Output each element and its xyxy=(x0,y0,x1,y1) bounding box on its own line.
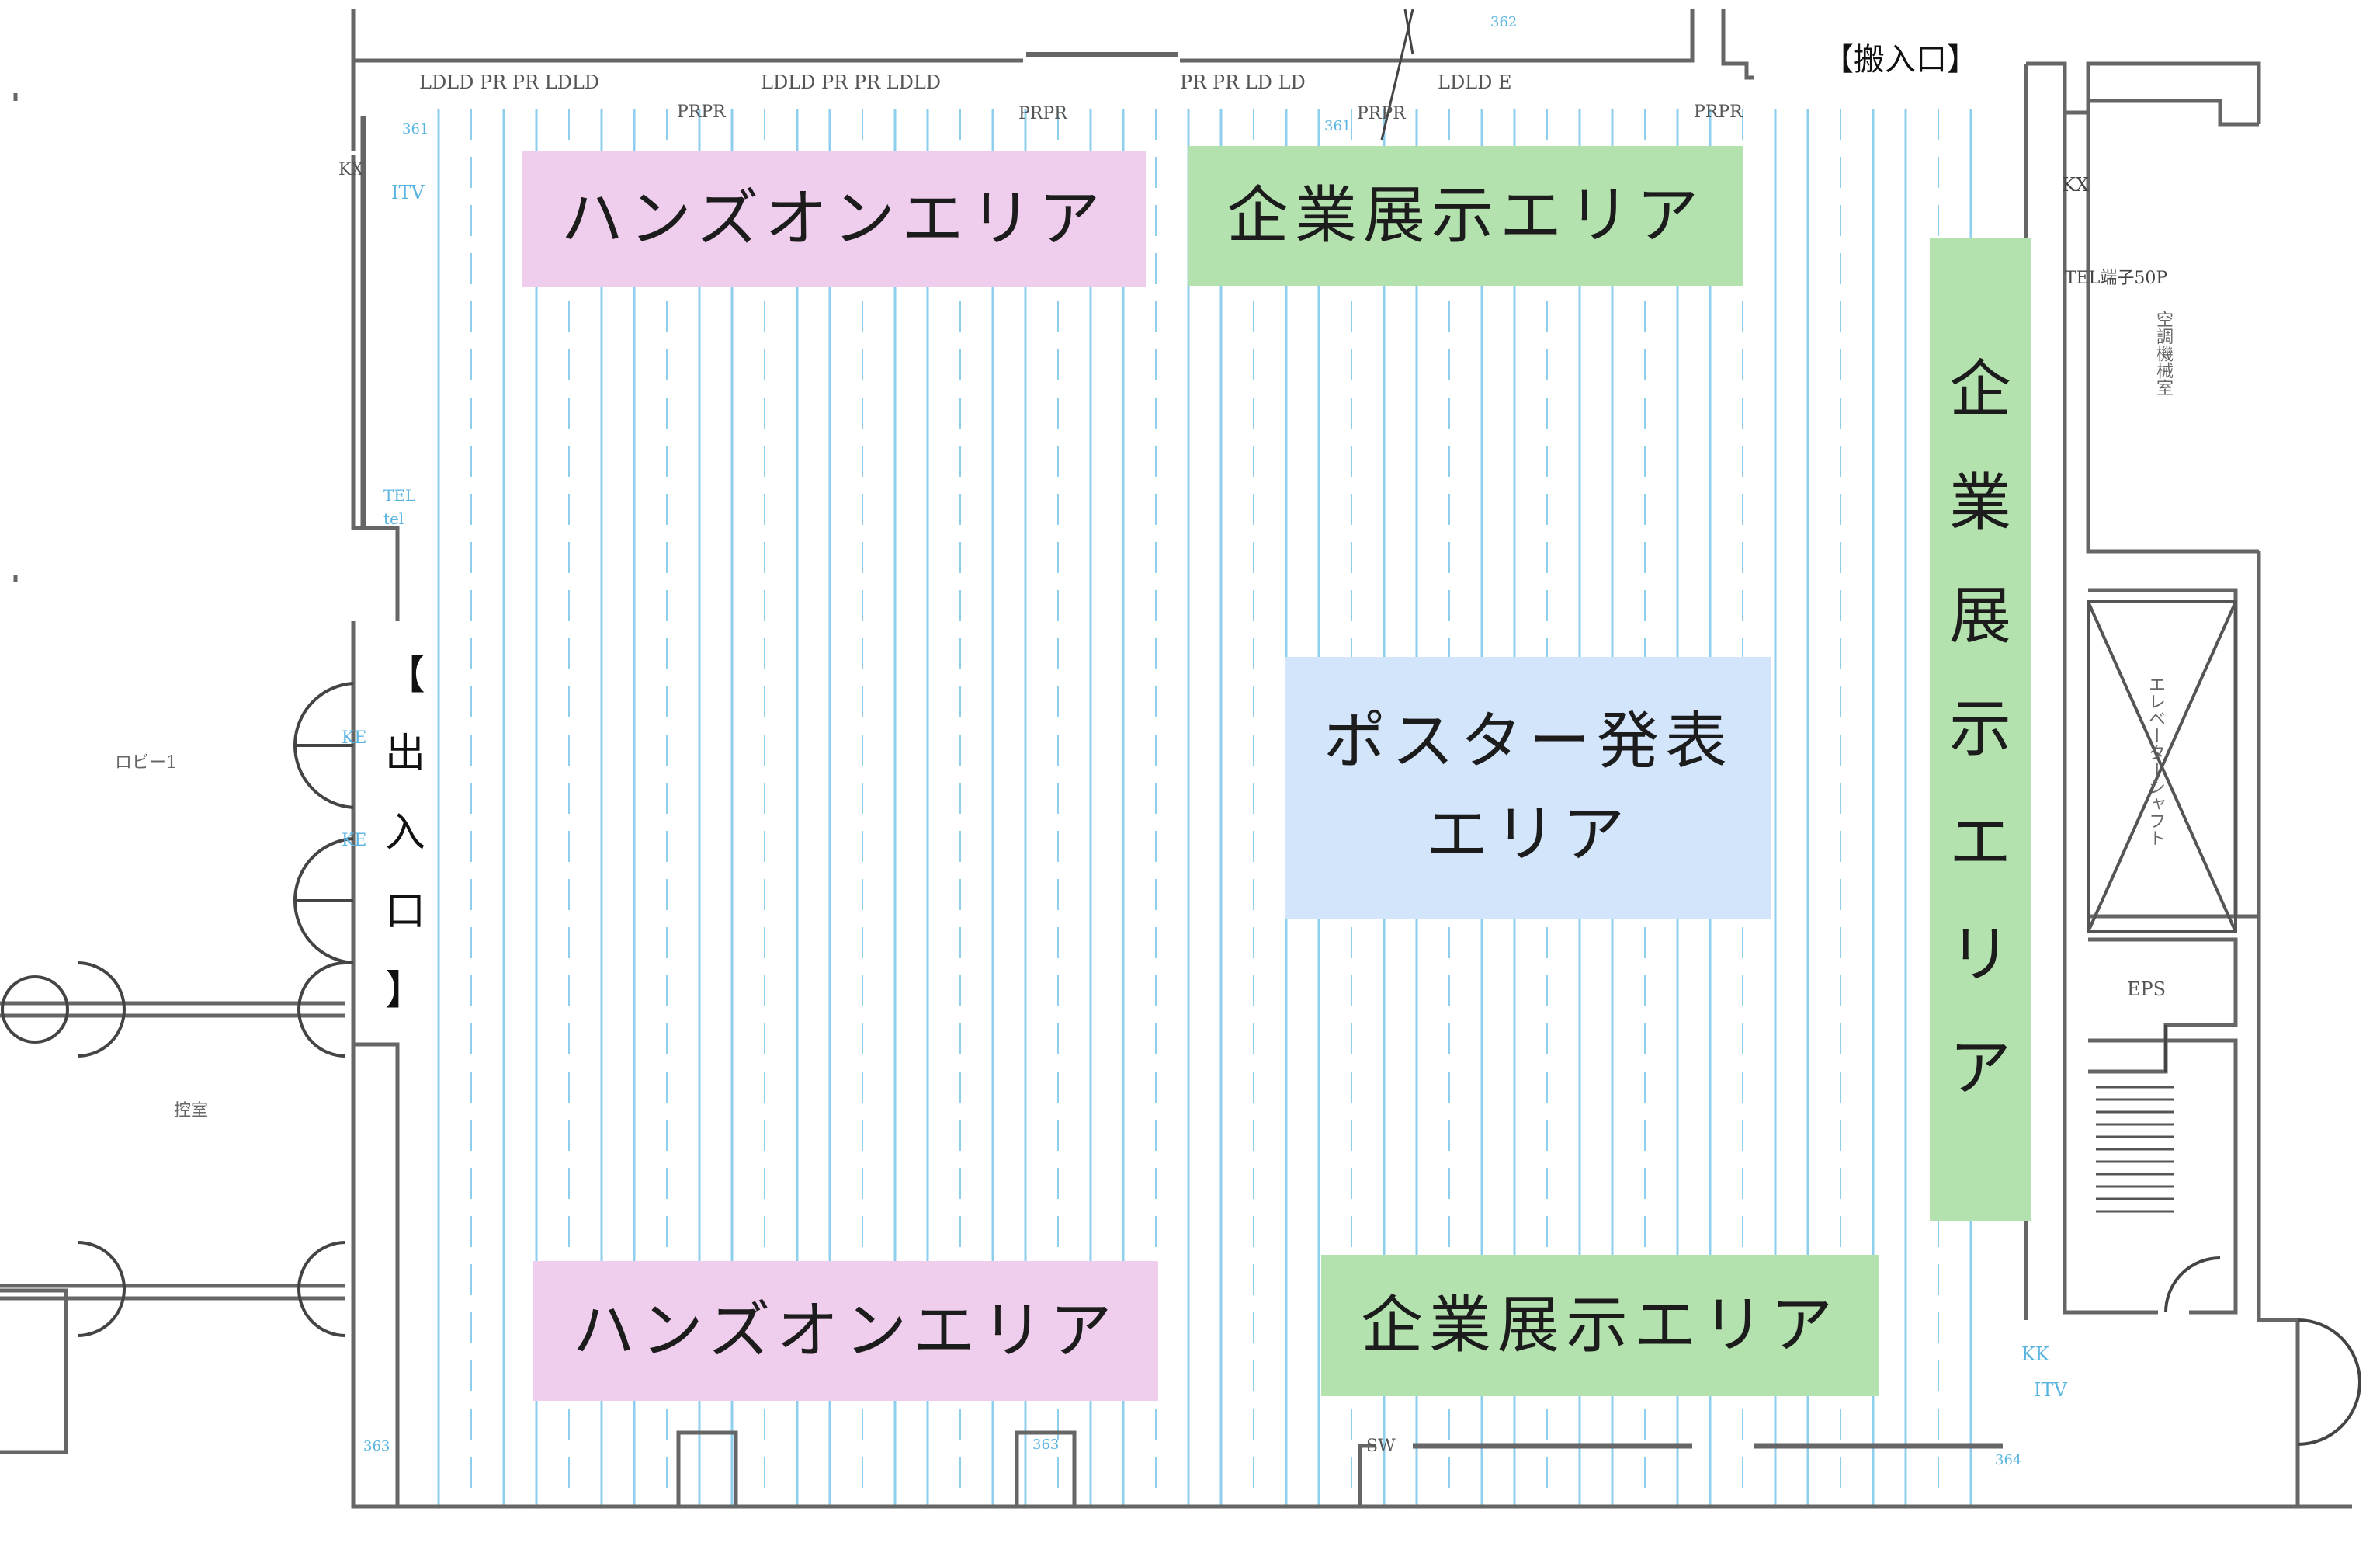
stairs xyxy=(2096,1086,2174,1213)
corporate-area-right-char: 企 xyxy=(1949,353,2011,426)
plan-tag-prpr-2: PRPR xyxy=(1018,104,1067,123)
corporate-area-top-label: 企業展示エリア xyxy=(1226,179,1705,252)
plan-tag-itv-left: ITV xyxy=(391,182,425,203)
poster-area: ポスター発表 エリア xyxy=(1285,657,1771,919)
plan-tag-tel-right: TEL端子50P xyxy=(2065,269,2168,288)
main-entrance-char: 】 xyxy=(384,967,425,1014)
plan-tag-itv-right: ITV xyxy=(2034,1379,2067,1401)
plan-tag-top-labels-2: LDLD PR PR LDLD xyxy=(761,71,942,93)
plan-tag-num-362: 362 xyxy=(1490,14,1518,30)
plan-tag-elevator-shaft: エレベーターシャフト xyxy=(2146,676,2165,846)
plan-tag-kx-right: KX xyxy=(2062,174,2090,196)
plan-tag-kk-right: KK xyxy=(2021,1343,2049,1365)
plan-tag-sw: SW xyxy=(1366,1437,1396,1456)
plan-tag-lobby: ロビー1 xyxy=(115,753,177,773)
poster-area-label-line1: ポスター発表 xyxy=(1324,705,1733,777)
plan-tag-num-364: 364 xyxy=(1995,1452,2022,1468)
doors xyxy=(1,9,2361,1446)
main-entrance-label: 【出入口】 xyxy=(382,637,428,1030)
plan-tag-tel-left-2: tel xyxy=(383,509,404,528)
plan-tag-num-361-a: 361 xyxy=(402,121,429,137)
plan-tag-top-labels-1: LDLD PR PR LDLD xyxy=(419,71,600,93)
corporate-area-right-char: ア xyxy=(1949,1031,2011,1104)
elevator-shaft xyxy=(2087,600,2237,933)
plan-tag-reception-room: 控室 xyxy=(174,1101,209,1120)
hands-on-area-bottom-label: ハンズオンエリア xyxy=(572,1294,1119,1367)
plan-tag-kx-left: KX xyxy=(338,160,364,179)
corporate-area-right-char: 業 xyxy=(1949,467,2011,540)
plan-tag-ke-2: KE xyxy=(342,831,367,850)
corporate-area-right: 企業展示エリア xyxy=(1930,238,2031,1221)
corporate-area-right-char: 展 xyxy=(1949,579,2011,652)
plan-tag-tel-left: TEL xyxy=(383,486,416,505)
corporate-area-right-char: リ xyxy=(1949,919,2011,992)
corporate-area-right-char: エ xyxy=(1949,805,2011,878)
plan-tag-prpr-3: PRPR xyxy=(1357,104,1406,123)
corporate-area-bottom: 企業展示エリア xyxy=(1321,1255,1879,1396)
corporate-area-top: 企業展示エリア xyxy=(1188,146,1743,286)
plan-tag-num-361-b: 361 xyxy=(1324,118,1351,134)
hands-on-area-bottom: ハンズオンエリア xyxy=(533,1261,1158,1401)
main-entrance-char: 口 xyxy=(384,888,425,936)
plan-tag-top-labels-3: PR PR LD LD xyxy=(1180,71,1306,93)
plan-tag-ke-1: KE xyxy=(342,728,367,748)
hands-on-area-top: ハンズオンエリア xyxy=(522,151,1146,287)
plan-tag-num-363-b: 363 xyxy=(1032,1437,1060,1453)
plan-tag-top-labels-4: LDLD E xyxy=(1438,71,1512,93)
main-entrance-char: 出 xyxy=(384,731,425,778)
corporate-area-right-char: 示 xyxy=(1949,693,2011,766)
plan-tag-eps: EPS xyxy=(2127,978,2167,1000)
plan-tag-prpr-1: PRPR xyxy=(677,102,726,122)
plan-tag-air-room: 空調機械室 xyxy=(2153,311,2173,396)
main-entrance-char: 入 xyxy=(384,809,425,856)
poster-area-label-line2: エリア xyxy=(1426,798,1631,870)
loading-entrance-label: 【搬入口】 xyxy=(1823,42,1978,78)
hands-on-area-top-label: ハンズオンエリア xyxy=(560,182,1107,255)
corporate-area-bottom-label: 企業展示エリア xyxy=(1361,1289,1839,1361)
plan-tag-prpr-4: PRPR xyxy=(1694,102,1743,122)
plan-tag-num-363-a: 363 xyxy=(363,1438,390,1454)
main-entrance-char: 【 xyxy=(384,652,425,699)
